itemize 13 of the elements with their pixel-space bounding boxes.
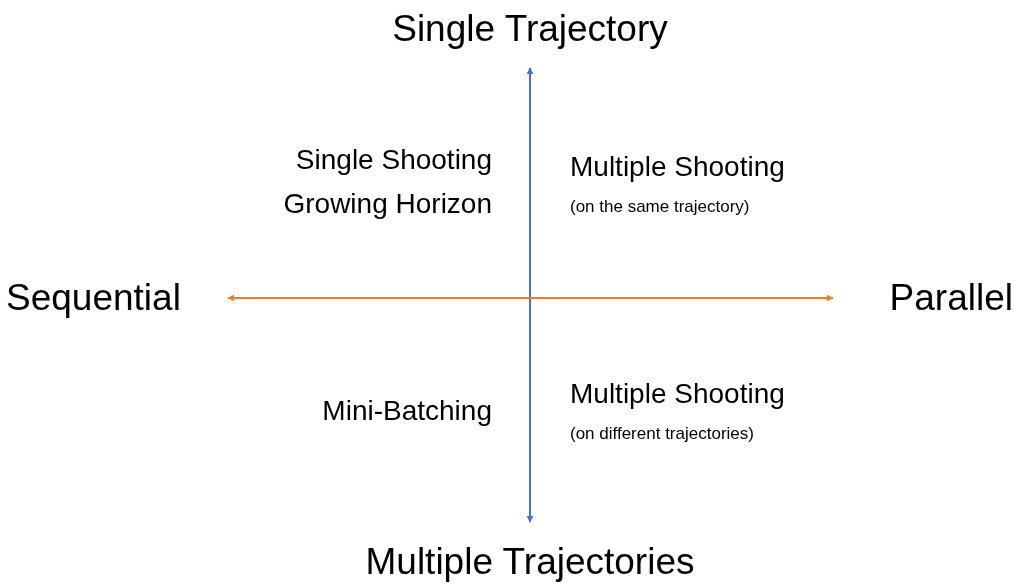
quadrant-label: Multiple Shooting xyxy=(570,151,786,184)
double-arrow xyxy=(227,294,834,302)
axis-label: Single Trajectory xyxy=(392,8,668,51)
quadrant-label: Growing Horizon xyxy=(282,188,492,221)
axis-label: Multiple Trajectories xyxy=(365,541,695,584)
quadrant-label: Multiple Shooting xyxy=(570,378,786,411)
quadrant-label: Mini-Batching xyxy=(321,395,492,428)
note-text: (on the same trajectory) xyxy=(570,197,751,217)
axis-label: Sequential xyxy=(6,276,181,320)
double-arrow xyxy=(526,67,534,523)
note-text: (on different trajectories) xyxy=(570,424,755,444)
axis-label: Parallel xyxy=(889,276,1013,320)
quadrant-label: Single Shooting xyxy=(294,144,492,177)
